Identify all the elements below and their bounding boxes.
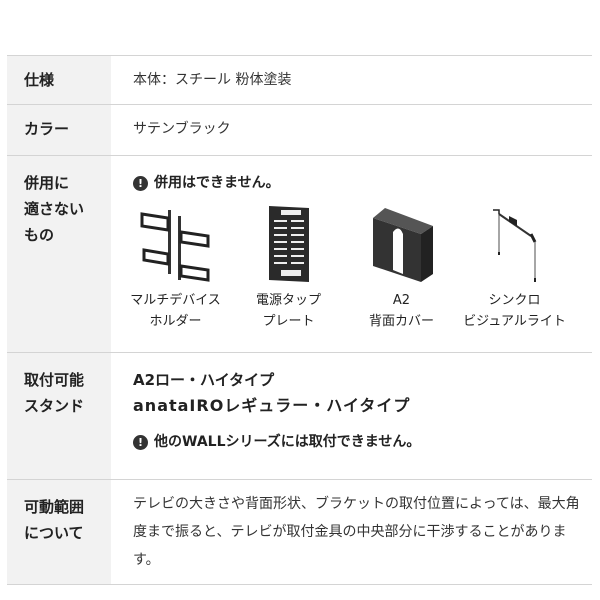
row-movable-range: 可動範囲 について テレビの大きさや背面形状、ブラケットの取付位置によっては、最… (7, 480, 592, 585)
item-multi-device-holder: マルチデバイスホルダー (119, 204, 232, 332)
multi-device-holder-image (119, 204, 232, 284)
label-line: もの (24, 226, 55, 244)
stand-anatairo: anataIROレギュラー・ハイタイプ (133, 396, 411, 415)
item-caption: マルチデバイスホルダー (130, 293, 221, 329)
label-line: 適さない (24, 200, 85, 218)
exclamation-circle-icon: ! (133, 175, 148, 191)
notice-text: 併用はできません。 (154, 175, 280, 191)
label-line: 取付可能 (24, 371, 85, 389)
exclamation-circle-icon: ! (133, 434, 148, 450)
row-spec: 仕様 本体：スチール 粉体塗装 (7, 56, 592, 105)
incompatible-items: マルチデバイスホルダー (119, 204, 592, 332)
row-value: テレビの大きさや背面形状、ブラケットの取付位置によっては、最大角度まで振ると、テ… (133, 496, 580, 568)
notice: ! 併用はできません。 (133, 170, 592, 196)
row-label: 取付可能 スタンド (7, 353, 111, 479)
row-label: 併用に 適さない もの (7, 156, 111, 352)
label-line: について (24, 524, 84, 542)
row-value: ! 併用はできません。 (111, 156, 592, 352)
notice-text: 他のWALLシリーズには取付できません。 (154, 434, 421, 450)
label-line: スタンド (24, 397, 85, 415)
row-value: 本体：スチール 粉体塗装 (133, 72, 292, 88)
item-power-strip-plate: 電源タッププレート (232, 204, 345, 332)
row-compatible-stands: 取付可能 スタンド A2ロー・ハイタイプ anataIROレギュラー・ハイタイプ… (7, 353, 592, 480)
row-color: カラー サテンブラック (7, 105, 592, 156)
notice: ! 他のWALLシリーズには取付できません。 (133, 429, 592, 455)
visual-light-image (458, 204, 571, 284)
row-label: カラー (7, 105, 111, 155)
row-label: 仕様 (7, 56, 111, 104)
label-line: 併用に (24, 174, 70, 192)
row-value: A2ロー・ハイタイプ anataIROレギュラー・ハイタイプ ! 他のWALLシ… (111, 353, 592, 479)
spec-table: 仕様 本体：スチール 粉体塗装 カラー サテンブラック 併用に 適さない もの … (7, 55, 592, 585)
item-visual-light: シンクロビジュアルライト (458, 204, 571, 332)
item-caption: シンクロビジュアルライト (463, 293, 566, 329)
row-incompatible: 併用に 適さない もの ! 併用はできません。 (7, 156, 592, 353)
row-value: サテンブラック (133, 121, 231, 137)
label-line: 可動範囲 (24, 498, 85, 516)
stand-a2: A2ロー・ハイタイプ (133, 371, 275, 389)
item-caption: 電源タッププレート (255, 293, 321, 329)
back-cover-image (345, 204, 458, 284)
row-label: 可動範囲 について (7, 480, 111, 584)
power-strip-plate-image (232, 204, 345, 284)
